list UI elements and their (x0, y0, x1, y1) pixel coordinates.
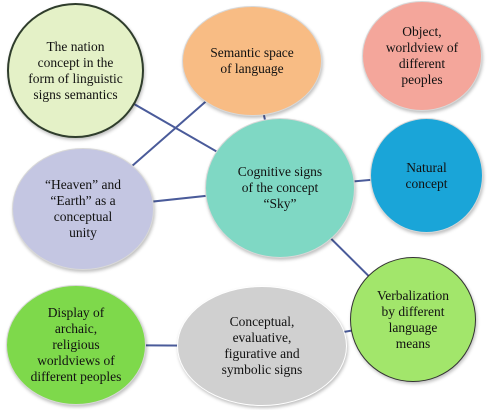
node-natural-concept: Natural concept (370, 118, 483, 233)
node-verbalization: Verbalization by different language mean… (350, 257, 476, 382)
node-archaic-worldviews: Display of archaic, religious worldviews… (6, 285, 146, 405)
node-cognitive-signs-sky: Cognitive signs of the concept “Sky” (205, 118, 355, 258)
node-heaven-earth: “Heaven” and “Earth” as a conceptual uni… (12, 148, 154, 270)
node-semantic-space: Semantic space of language (182, 6, 322, 116)
node-object-worldview: Object, worldview of different peoples (362, 1, 482, 111)
node-nation-concept: The nation concept in the form of lingui… (7, 3, 144, 138)
node-conceptual-signs: Conceptual, evaluative, figurative and s… (177, 286, 347, 406)
